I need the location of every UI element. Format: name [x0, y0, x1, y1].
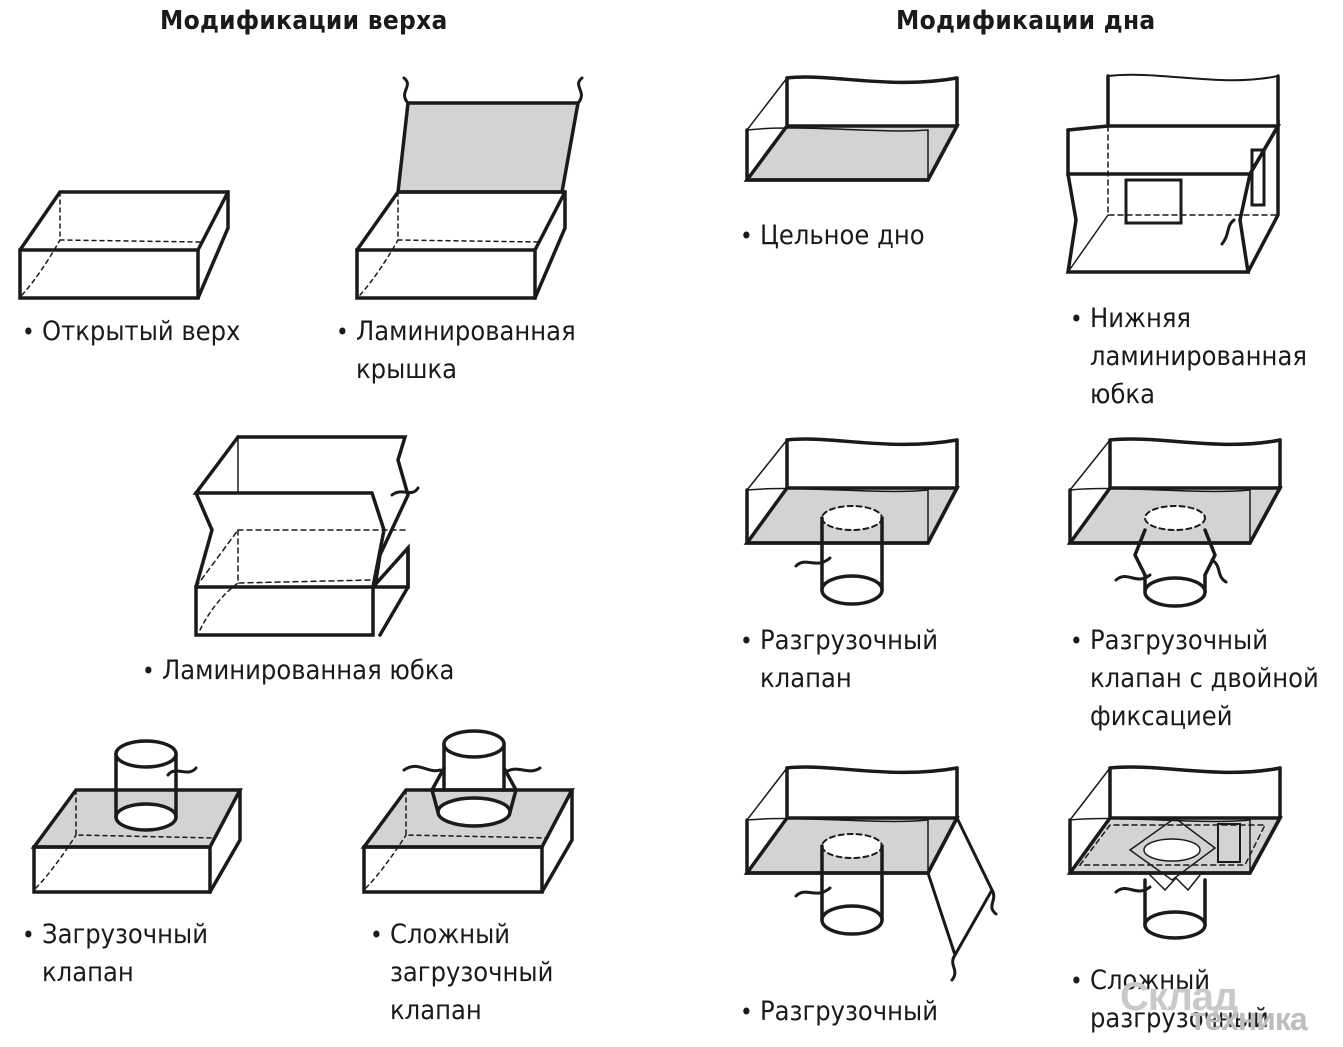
- bullet: •: [142, 652, 162, 690]
- label-discharge-spout: •Разгрузочный клапан: [740, 622, 938, 698]
- discharge-spout-double-icon: [1070, 439, 1280, 606]
- complex-filling-spout-icon: [364, 731, 572, 892]
- label-discharge-partial: •Разгрузочный: [740, 993, 938, 1031]
- label-laminated-skirt: •Ламинированная юбка: [142, 652, 454, 690]
- bullet: •: [740, 993, 760, 1031]
- label-filling-spout: •Загрузочный клапан: [22, 916, 208, 992]
- label-solid-bottom: •Цельное дно: [740, 217, 925, 255]
- open-top-icon: [20, 192, 228, 298]
- bullet: •: [22, 916, 42, 954]
- bottom-laminated-skirt-icon: [1068, 75, 1278, 272]
- bullet: •: [1070, 962, 1090, 1000]
- label-bottom-laminated-skirt: •Нижняя ламинированная юбка: [1070, 300, 1307, 414]
- laminated-lid-icon: [357, 78, 582, 298]
- bullet: •: [22, 313, 42, 351]
- filling-spout-icon: [34, 741, 240, 892]
- laminated-skirt-icon: [196, 437, 418, 635]
- discharge-spout-icon: [747, 439, 957, 604]
- label-open-top: •Открытый верх: [22, 313, 240, 351]
- bullet: •: [370, 916, 390, 954]
- bullet: •: [336, 313, 356, 351]
- label-laminated-lid: •Ламинированная крышка: [336, 313, 576, 389]
- solid-bottom-icon: [747, 77, 957, 180]
- bullet: •: [1070, 300, 1090, 338]
- watermark-logo: Склад техника: [1120, 978, 1237, 1016]
- bullet: •: [740, 217, 760, 255]
- bullet: •: [1070, 622, 1090, 660]
- bullet: •: [740, 622, 760, 660]
- discharge-spout-cord-icon: [747, 767, 996, 980]
- label-discharge-spout-double: •Разгрузочный клапан с двойной фиксацией: [1070, 622, 1319, 736]
- label-complex-filling-spout: •Сложный загрузочный клапан: [370, 916, 553, 1030]
- complex-discharge-icon: [1070, 767, 1280, 938]
